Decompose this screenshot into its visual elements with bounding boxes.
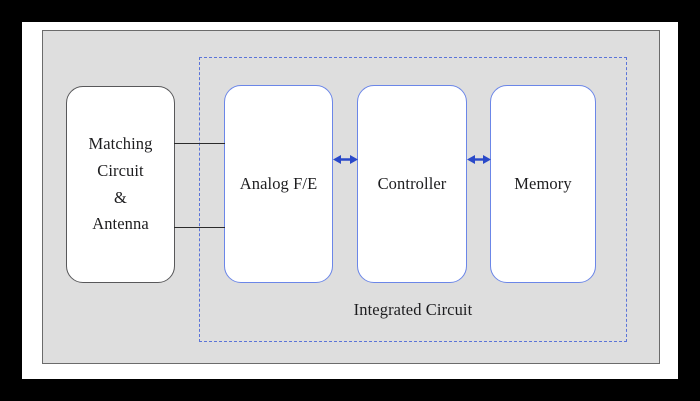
block-matching-circuit-antenna[interactable]: Matching Circuit & Antenna bbox=[66, 86, 175, 283]
block-analog-front-end[interactable]: Analog F/E bbox=[224, 85, 333, 283]
arrow-controller-memory bbox=[467, 153, 491, 166]
connector-matching-to-analog-bottom bbox=[174, 227, 225, 228]
connector-matching-to-analog-top bbox=[174, 143, 225, 144]
block-controller-label: Controller bbox=[377, 173, 447, 193]
block-matching-circuit-antenna-label: Matching Circuit & Antenna bbox=[88, 134, 153, 234]
block-memory-label: Memory bbox=[514, 173, 572, 193]
block-memory[interactable]: Memory bbox=[490, 85, 596, 283]
integrated-circuit-boundary bbox=[199, 57, 627, 342]
integrated-circuit-label: Integrated Circuit bbox=[353, 300, 473, 319]
arrow-analog-front-end-controller bbox=[333, 153, 358, 166]
block-controller[interactable]: Controller bbox=[357, 85, 467, 283]
block-analog-front-end-label: Analog F/E bbox=[239, 173, 318, 193]
